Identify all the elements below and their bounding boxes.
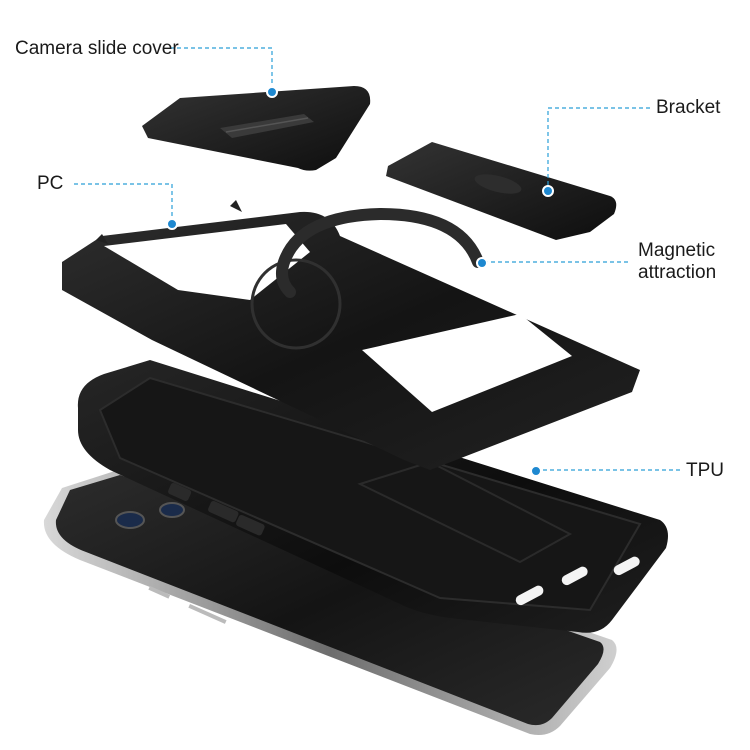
camera-slide-cover xyxy=(142,86,371,171)
phone-back-glass xyxy=(55,475,604,726)
tpu-case-port xyxy=(613,556,640,576)
phone xyxy=(43,470,617,735)
tpu-case-button xyxy=(236,514,265,536)
bracket xyxy=(386,142,617,240)
phone-side-button xyxy=(148,586,171,599)
phone-camera-lens xyxy=(115,511,145,529)
phone-side-button xyxy=(188,604,227,624)
label-magnetic-line1: Magnetic xyxy=(638,240,716,261)
label-bracket: Bracket xyxy=(656,97,721,118)
leader-lines xyxy=(74,47,680,471)
bracket-hinge xyxy=(474,174,522,194)
pc-magsafe-ring xyxy=(250,258,342,350)
tpu-case-kickstand-outline xyxy=(357,460,573,564)
pc-clip xyxy=(230,200,242,212)
label-tpu: TPU xyxy=(686,460,724,481)
tpu-case-button xyxy=(168,482,192,501)
dot-tpu xyxy=(530,465,542,477)
label-camera-slide-cover: Camera slide cover xyxy=(15,38,179,59)
tpu-case xyxy=(77,360,668,633)
leader-bracket xyxy=(547,107,650,190)
dot-pc xyxy=(166,218,178,230)
dot-magnetic-attraction xyxy=(476,257,488,269)
label-pc: PC xyxy=(37,173,64,194)
tpu-case-port xyxy=(561,566,588,586)
tpu-case-inner-edge xyxy=(98,376,642,612)
label-magnetic-line2: attraction xyxy=(638,262,717,283)
tpu-case-port xyxy=(515,585,544,606)
phone-camera-lens xyxy=(159,502,185,518)
leader-pc xyxy=(74,183,173,224)
camera-slide-cover-grip xyxy=(220,114,314,138)
magnetic-ring xyxy=(276,207,484,298)
dot-camera-slide-cover xyxy=(266,86,278,98)
camera-slide-cover-ridge xyxy=(225,117,309,133)
pc-clip xyxy=(96,234,108,244)
leader-camera-slide-cover xyxy=(170,47,273,90)
callout-dots xyxy=(166,86,554,477)
pc-shell xyxy=(62,200,640,470)
label-magnetic-attraction: Magnetic attraction xyxy=(638,240,738,284)
pc-lower-window xyxy=(362,314,572,412)
dot-bracket xyxy=(542,185,554,197)
tpu-case-button xyxy=(208,500,239,523)
